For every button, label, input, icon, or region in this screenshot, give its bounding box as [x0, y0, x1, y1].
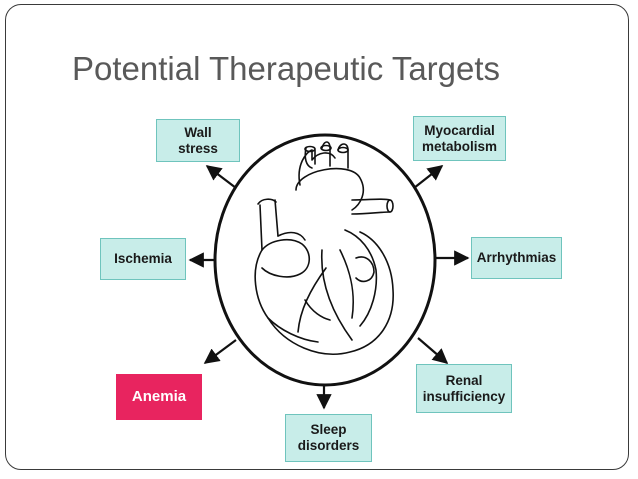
arrow-renal-insufficiency	[417, 337, 449, 365]
target-myocardial-metabolism-label: Myocardial metabolism	[421, 122, 498, 154]
target-arrhythmias-label: Arrhythmias	[476, 250, 557, 265]
target-anemia: Anemia	[116, 374, 202, 420]
arrows	[188, 165, 470, 410]
target-wall-stress-label: Wall stress	[178, 124, 218, 156]
arrow-anemia	[203, 339, 237, 364]
center-oval	[213, 133, 437, 387]
target-arrhythmias: Arrhythmias	[471, 237, 562, 279]
target-myocardial-metabolism: Myocardial metabolism	[413, 116, 506, 161]
target-anemia-label: Anemia	[131, 388, 187, 405]
target-renal-insufficiency-label: Renal insufficiency	[422, 372, 506, 404]
target-ischemia-label: Ischemia	[114, 251, 172, 266]
arrow-myocardial-metabolism	[413, 165, 444, 189]
arrow-wall-stress	[205, 165, 237, 189]
slide-title: Potential Therapeutic Targets	[72, 50, 501, 87]
target-sleep-disorders: Sleep disorders	[285, 414, 372, 462]
target-renal-insufficiency: Renal insufficiency	[416, 364, 512, 413]
target-ischemia: Ischemia	[100, 238, 186, 280]
target-wall-stress: Wall stress	[156, 119, 240, 162]
heart-illustration-icon	[254, 141, 394, 355]
target-sleep-disorders-label: Sleep disorders	[297, 422, 360, 453]
